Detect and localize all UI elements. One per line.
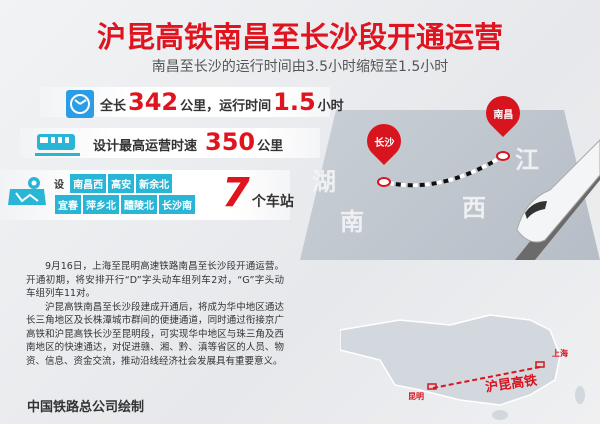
station-tag: 萍乡北: [83, 195, 119, 214]
province-label: 湖: [312, 168, 336, 196]
station-tag: 南昌西: [70, 174, 107, 193]
train-image: [515, 139, 600, 260]
page-title: 沪昆高铁南昌至长沙段开通运营: [96, 20, 503, 54]
province-label: 西: [462, 194, 486, 222]
footer-credit: 中国铁路总公司绘制: [27, 400, 145, 415]
province-label: 南: [340, 208, 364, 236]
china-map: [340, 314, 585, 420]
province-label: 江: [515, 146, 539, 174]
station-tag: 醴陵北: [121, 195, 157, 214]
station-tag: 高安: [108, 174, 135, 193]
clock-icon: [66, 90, 94, 118]
station-tag: 新余北: [136, 174, 173, 193]
station-tag: 宜春: [55, 195, 81, 214]
train-icon: [35, 134, 80, 156]
page-subtitle: 南昌至长沙的运行时间由3.5小时缩短至1.5小时: [151, 59, 449, 75]
article-paragraph: 9月16日，上海至昆明高速铁路南昌至长沙段开通运营。开通初期，将安排开行“D”字…: [26, 261, 284, 299]
station-tag: 长沙南: [159, 195, 195, 214]
map-label-kunming: 昆明: [408, 392, 424, 401]
article-text: 9月16日，上海至昆明高速铁路南昌至长沙段开通运营。开通初期，将安排开行“D”字…: [26, 260, 284, 368]
map-label-shanghai: 上海: [552, 349, 568, 358]
route-line: [377, 151, 510, 188]
map-pin-icon: [8, 177, 46, 205]
station-list: 设 南昌西高安新余北 宜春萍乡北醴陵北长沙南: [54, 173, 196, 215]
article-paragraph: 沪昆高铁南昌至长沙段建成开通后，将成为华中地区通达长三角地区及长株潭城市群间的便…: [26, 301, 284, 367]
